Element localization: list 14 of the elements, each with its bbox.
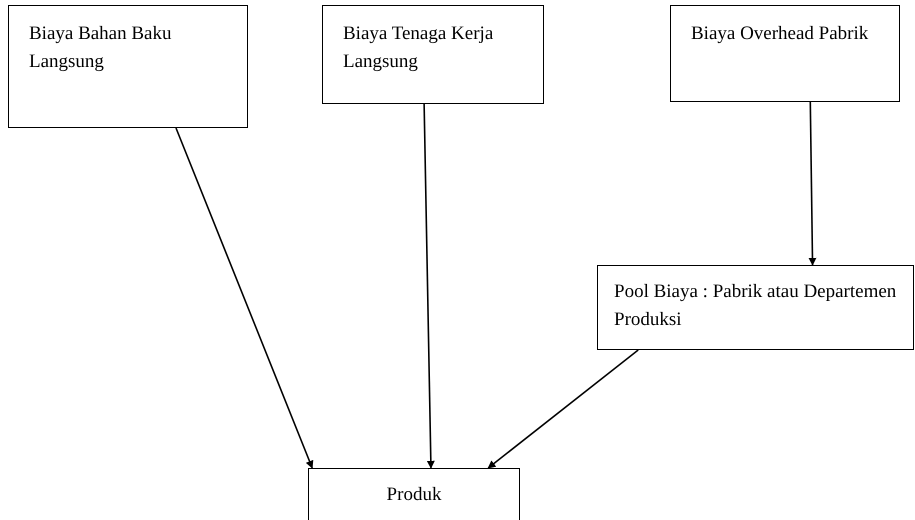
process-box (322, 5, 544, 104)
box-label: Biaya Overhead Pabrik (691, 22, 870, 46)
arrow (423, 104, 435, 469)
arrow (808, 102, 816, 266)
process-box (308, 468, 520, 520)
arrow (488, 349, 639, 469)
box-label: Produk (386, 483, 442, 507)
process-box (597, 265, 914, 350)
process-box (670, 5, 900, 102)
arrow (175, 128, 314, 469)
box-label: Pool Biaya : Pabrik atau Departemen Produksi (614, 280, 898, 332)
process-box (8, 5, 248, 128)
box-label: Biaya Tenaga Kerja Langsung (343, 22, 494, 74)
box-label: Biaya Bahan Baku Langsung (29, 22, 172, 74)
